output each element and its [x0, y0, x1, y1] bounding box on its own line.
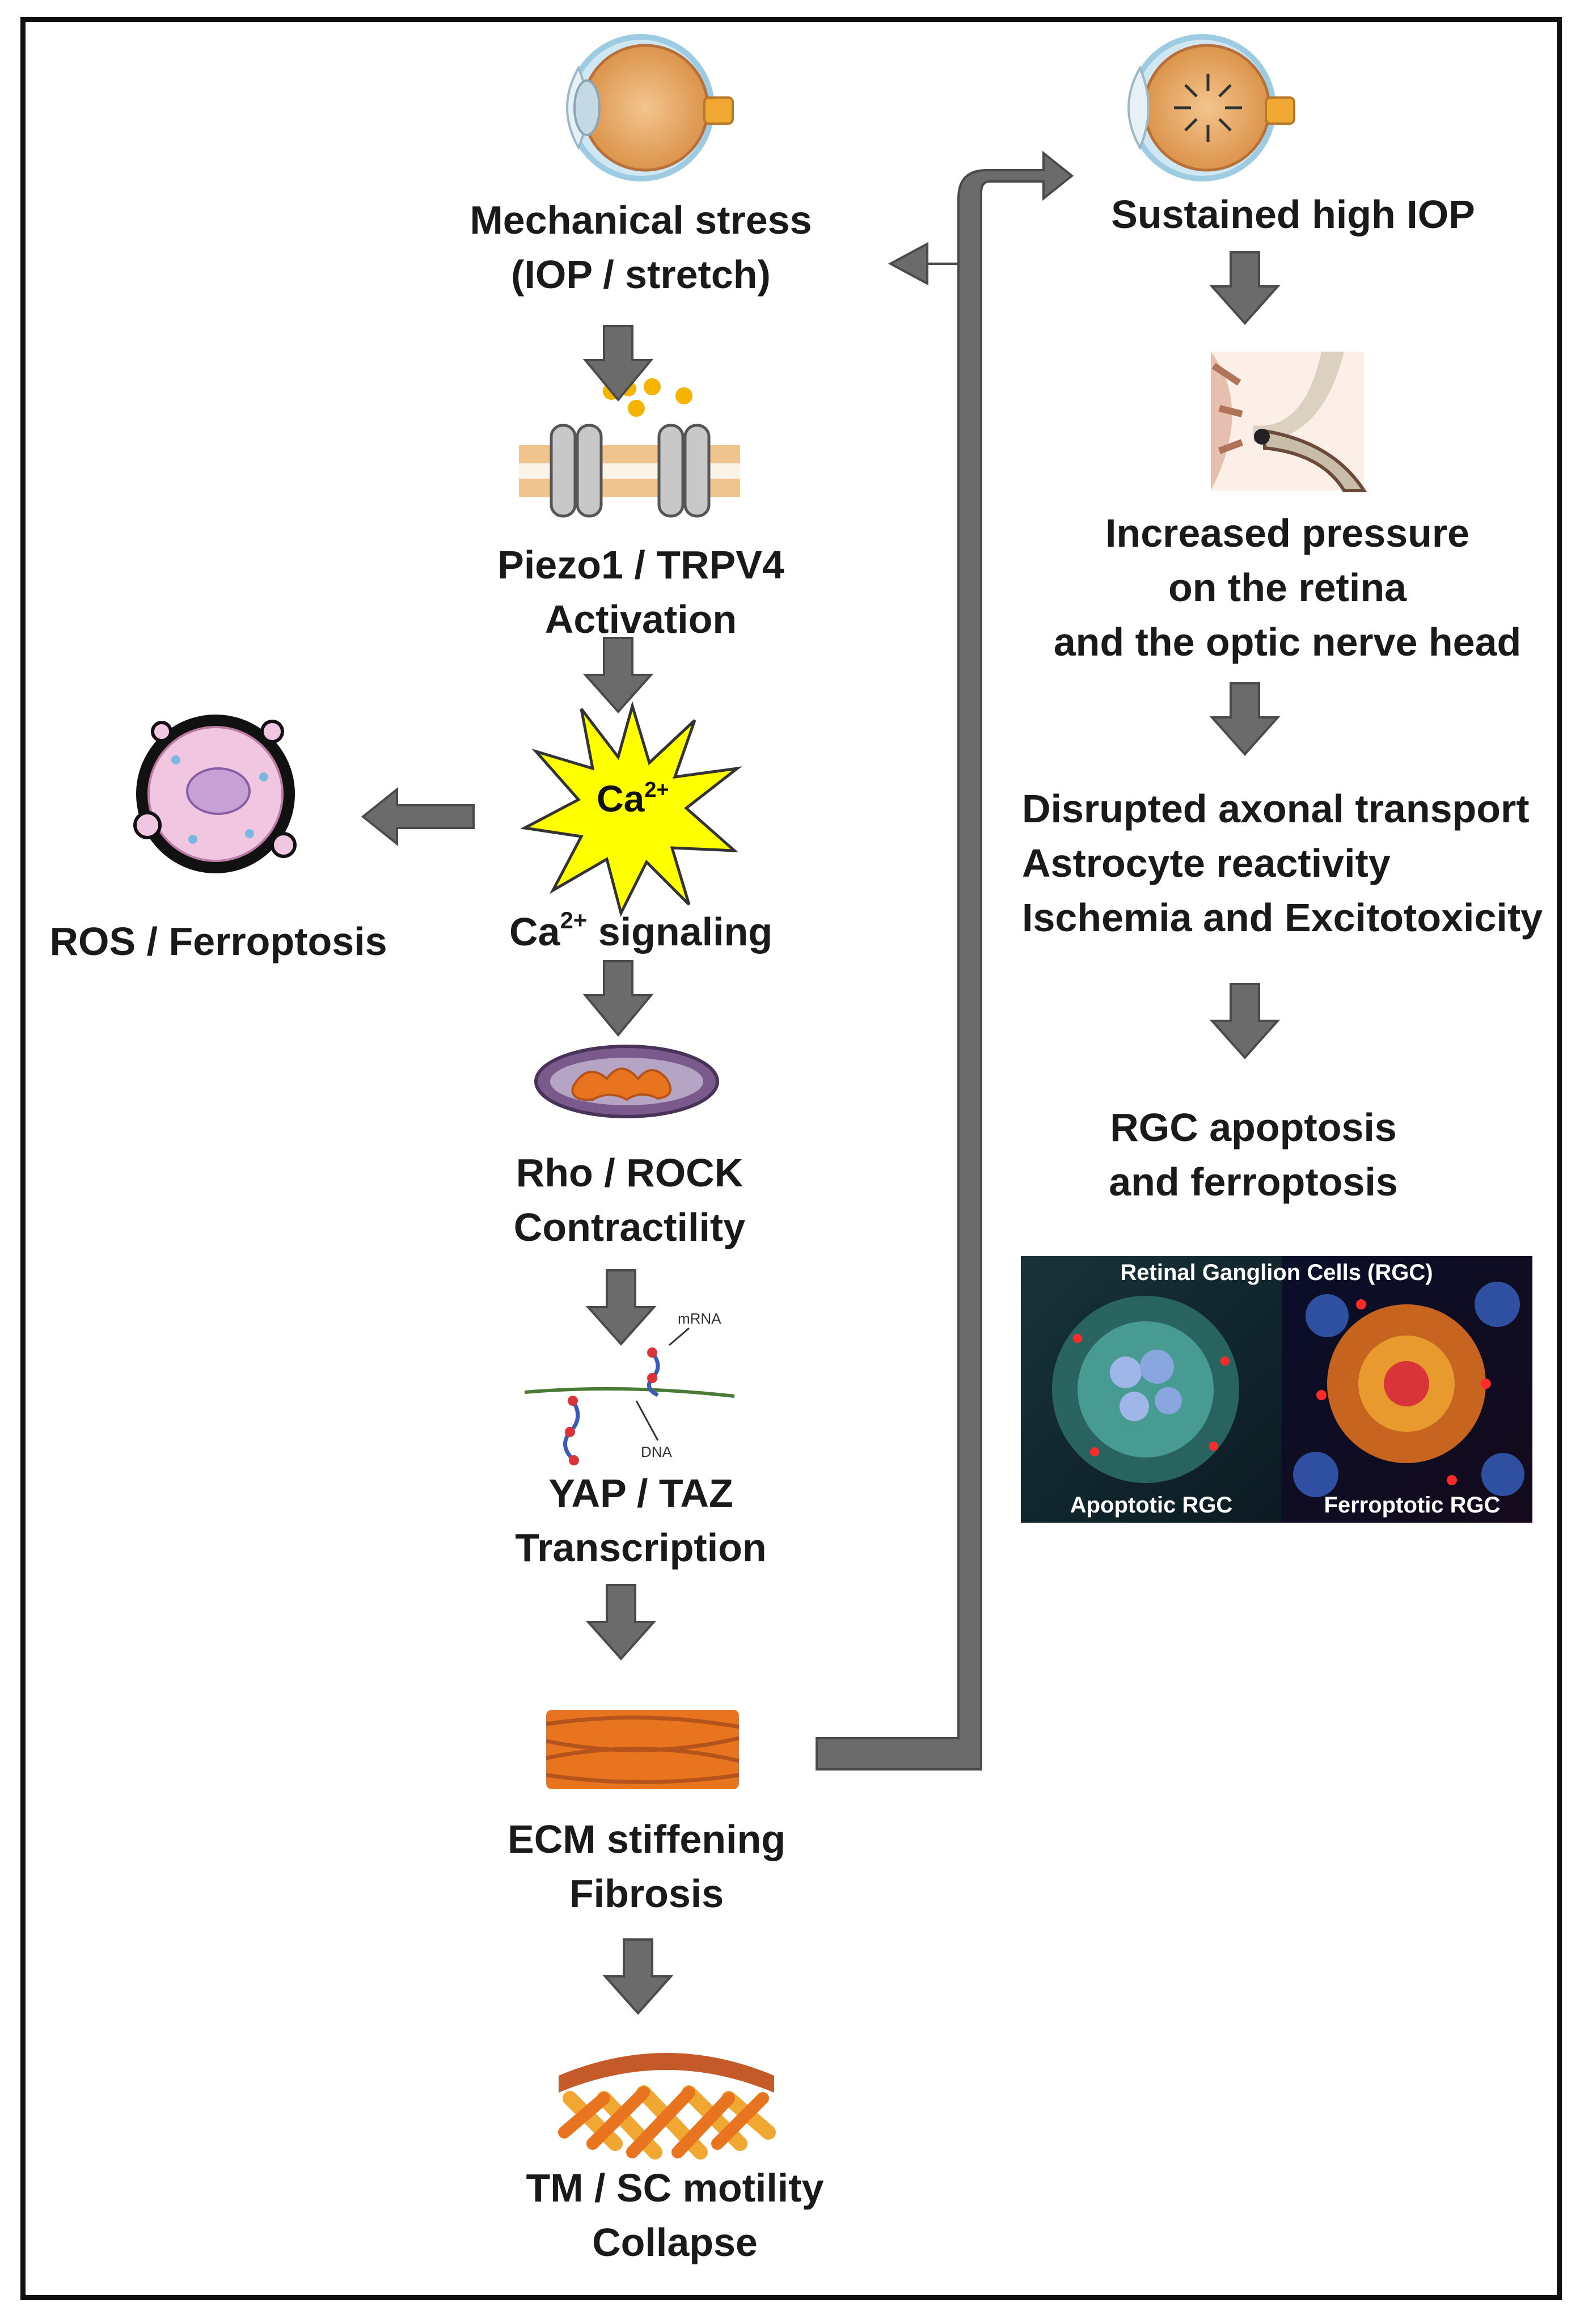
left-arrow	[361, 787, 475, 847]
mitochondrion-icon	[534, 1045, 719, 1118]
sustained-iop-label: Sustained high IOP	[1111, 192, 1475, 236]
ion-channel-icon	[519, 378, 740, 518]
pressurized-eye-icon	[1127, 34, 1295, 181]
eye-icon	[566, 34, 734, 181]
rgc-outcome-label: RGC apoptosis and ferroptosis	[1109, 1105, 1398, 1204]
trabecular-mesh-icon	[558, 2053, 776, 2160]
ecm-fibers-icon	[546, 1710, 740, 1789]
disrupted-transport-label: Disrupted axonal transport Astrocyte rea…	[1022, 787, 1543, 940]
apoptotic-rgc-cell	[1052, 1296, 1239, 1483]
rgc-photo-title: Retinal Ganglion Cells (RGC)	[1120, 1260, 1433, 1285]
calcium-signaling-label: Ca2+ signaling	[509, 907, 773, 954]
down-arrow	[585, 1584, 657, 1661]
down-arrow	[1209, 983, 1281, 1060]
down-arrow	[585, 1269, 657, 1346]
down-arrow	[1209, 682, 1281, 757]
mechanical-stress-label: Mechanical stress (IOP / stretch)	[470, 198, 812, 297]
increased-pressure-label: Increased pressure on the retina and the…	[1053, 511, 1522, 664]
dna-tag: DNA	[641, 1443, 672, 1460]
optic-nerve-head-icon	[1211, 352, 1367, 492]
down-arrow	[1209, 251, 1281, 326]
ecm-stiffening-label: ECM stiffening Fibrosis	[508, 1817, 785, 1916]
feedback-loop-arrow	[816, 150, 1074, 1771]
rgc-photo-panel	[1021, 1256, 1532, 1523]
down-arrow	[602, 1938, 674, 2015]
calcium-burst-label: Ca2+	[597, 778, 669, 819]
yap-taz-label: YAP / TAZ Transcription	[515, 1471, 767, 1570]
calcium-burst-icon	[520, 700, 742, 918]
down-arrow	[582, 637, 654, 714]
ferroptotic-cell-icon	[133, 715, 297, 873]
tm-sc-label: TM / SC motility Collapse	[526, 2166, 824, 2264]
ferroptotic-rgc-cell	[1293, 1282, 1524, 1497]
piezo-trpv4-label: Piezo1 / TRPV4 Activation	[497, 543, 784, 641]
rho-rock-label: Rho / ROCK Contractility	[513, 1151, 746, 1249]
arrows	[361, 150, 1281, 2015]
ferroptotic-rgc-caption: Ferroptotic RGC	[1324, 1493, 1501, 1518]
apoptotic-rgc-caption: Apoptotic RGC	[1070, 1493, 1233, 1518]
down-arrow	[582, 325, 654, 402]
mrna-tag: mRNA	[678, 1310, 721, 1327]
down-arrow	[582, 960, 654, 1037]
ros-ferroptosis-label: ROS / Ferroptosis	[49, 919, 387, 964]
dna-mrna-icon	[524, 1327, 735, 1465]
